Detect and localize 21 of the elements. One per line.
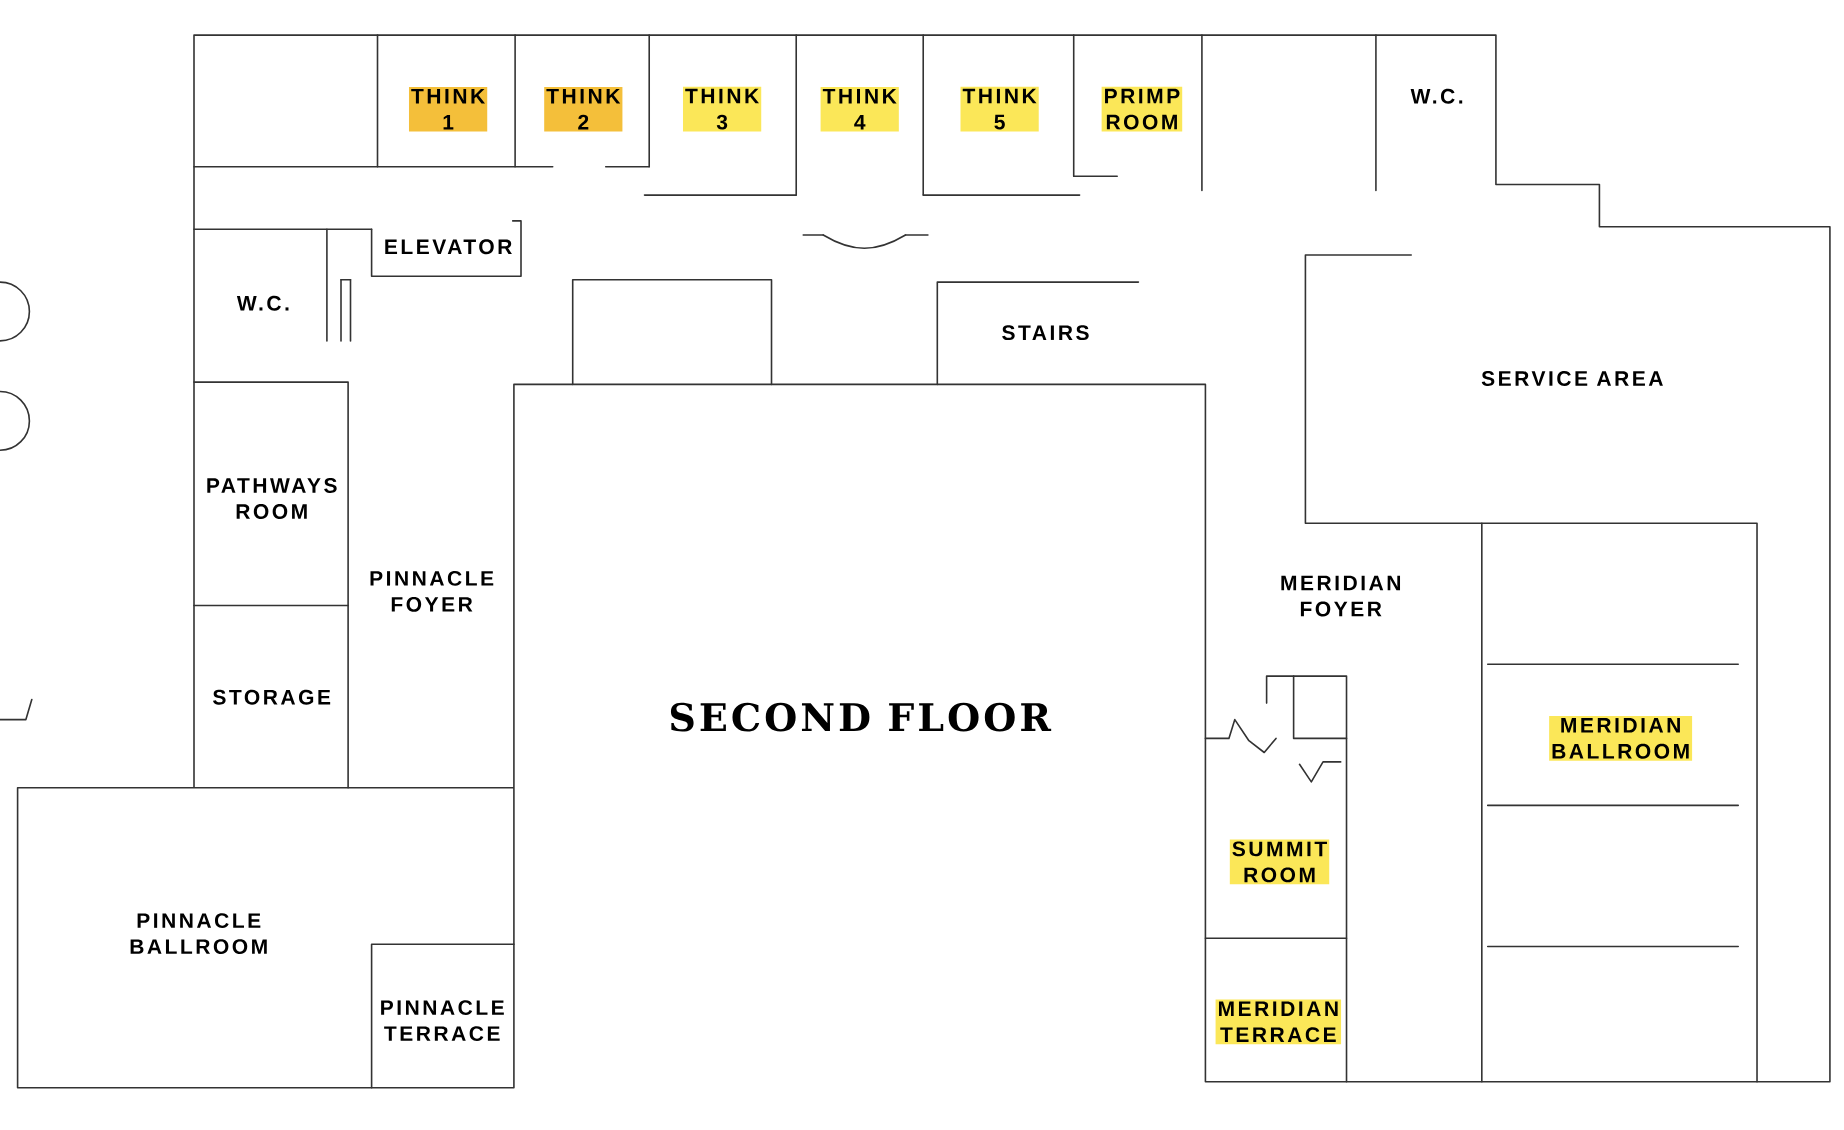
room-label: MERIDIAN TERRACE bbox=[1215, 999, 1342, 1045]
room-label: W.C. bbox=[1410, 88, 1463, 104]
room-label: STORAGE bbox=[213, 689, 331, 705]
room-label: MERIDIAN FOYER bbox=[1281, 575, 1400, 617]
room-label: PINNACLE BALLROOM bbox=[130, 913, 267, 955]
room-label: MERIDIAN BALLROOM bbox=[1549, 716, 1693, 761]
room-label: THINK 2 bbox=[544, 86, 623, 132]
room-label: THINK 4 bbox=[820, 86, 899, 132]
room-label: W.C. bbox=[236, 295, 289, 311]
room-label: ELEVATOR bbox=[385, 239, 512, 255]
room-label: PRIMP ROOM bbox=[1101, 86, 1183, 132]
room-label: STAIRS bbox=[1002, 325, 1089, 341]
room-label: PATHWAYS ROOM bbox=[207, 478, 337, 519]
room-label: PINNACLE FOYER bbox=[370, 570, 494, 612]
room-label: SUMMIT ROOM bbox=[1229, 839, 1330, 885]
room-label: SERVICE AREA bbox=[1481, 371, 1663, 386]
room-label: THINK 1 bbox=[409, 86, 488, 132]
room-label: THINK 5 bbox=[960, 86, 1039, 132]
floor-title: SECOND FLOOR bbox=[670, 702, 1052, 732]
room-label: PINNACLE TERRACE bbox=[381, 1000, 504, 1042]
room-label: THINK 3 bbox=[683, 86, 762, 132]
